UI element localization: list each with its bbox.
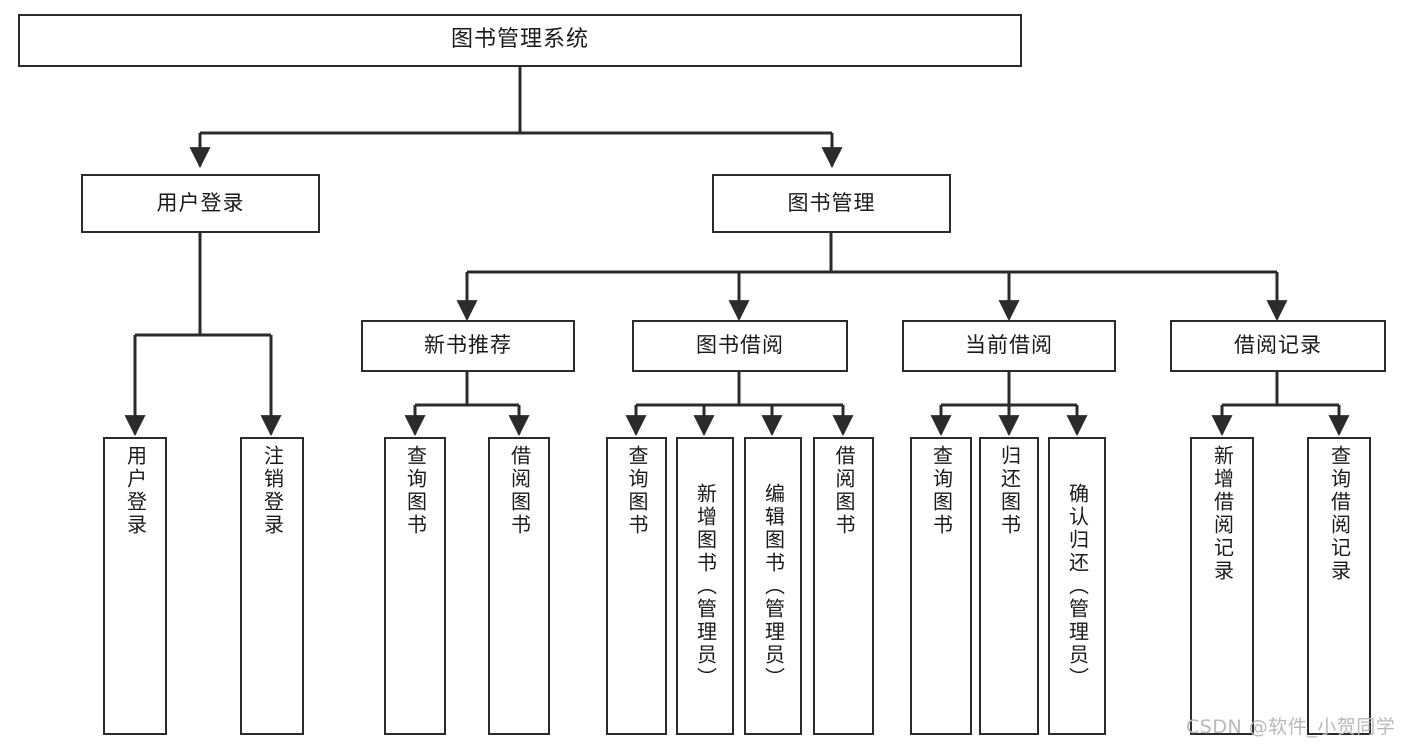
- node-root[interactable]: 图书管理系统: [18, 14, 1022, 67]
- leaf-user-login[interactable]: 用户登录: [103, 437, 167, 735]
- node-current-borrow[interactable]: 当前借阅: [902, 320, 1116, 372]
- node-user-login[interactable]: 用户登录: [81, 174, 320, 233]
- leaf-query-book-current[interactable]: 查询图书: [910, 437, 972, 735]
- watermark: CSDN @软件_小贺同学: [1186, 716, 1396, 738]
- leaf-return-book[interactable]: 归还图书: [979, 437, 1039, 735]
- leaf-add-borrow-record[interactable]: 新增借阅记录: [1190, 437, 1254, 735]
- node-book-borrow[interactable]: 图书借阅: [632, 320, 848, 372]
- leaf-edit-book-admin[interactable]: 编辑图书（管理员）: [744, 437, 802, 735]
- node-borrow-record[interactable]: 借阅记录: [1170, 320, 1386, 372]
- leaf-add-book-admin[interactable]: 新增图书（管理员）: [676, 437, 734, 735]
- leaf-query-borrow-record[interactable]: 查询借阅记录: [1307, 437, 1371, 735]
- leaf-borrow-book-recommend[interactable]: 借阅图书: [488, 437, 550, 735]
- leaf-query-book-borrow[interactable]: 查询图书: [606, 437, 667, 735]
- node-new-book-recommend[interactable]: 新书推荐: [361, 320, 575, 372]
- leaf-logout[interactable]: 注销登录: [240, 437, 304, 735]
- leaf-query-book-recommend[interactable]: 查询图书: [384, 437, 446, 735]
- leaf-borrow-book[interactable]: 借阅图书: [813, 437, 874, 735]
- leaf-confirm-return-admin[interactable]: 确认归还（管理员）: [1048, 437, 1106, 735]
- node-book-management[interactable]: 图书管理: [712, 174, 951, 233]
